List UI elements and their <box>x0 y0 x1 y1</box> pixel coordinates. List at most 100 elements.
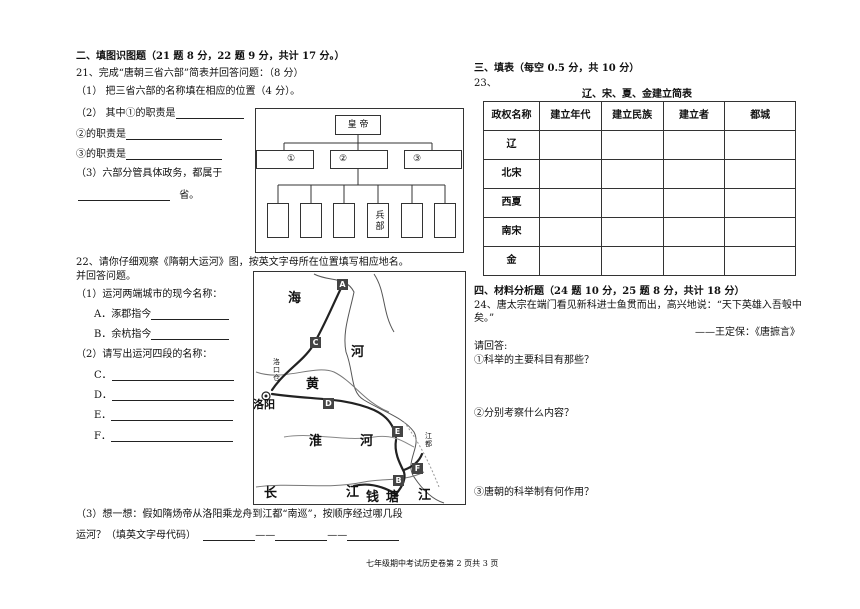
table-cell[interactable] <box>538 130 602 160</box>
q21-stem: 21、完成“唐朝三省六部”简表并回答问题：（8 分） <box>76 68 304 79</box>
table-cell[interactable] <box>600 130 664 160</box>
q21-part2-c-label: ③的职责是 <box>76 149 126 160</box>
map-marker-a: A <box>337 279 348 290</box>
sui-grand-canal-map: 海 河 黄 淮 河 长 江 钱 塘 江 洛阳 洛口仓 江都 A B C D E … <box>253 271 466 505</box>
table-cell[interactable] <box>724 217 796 247</box>
q22-stem-line2: 并回答问题。 <box>76 271 136 282</box>
section-3-title: 三、填表（每空 0.5 分，共 10 分） <box>474 63 640 74</box>
answer-blank[interactable] <box>203 530 256 541</box>
section-4-title: 四、材料分析题（24 题 10 分，25 题 8 分，共计 18 分） <box>474 286 745 297</box>
ministry-box[interactable] <box>300 203 322 238</box>
answer-blank[interactable] <box>78 190 170 201</box>
map-label-he-1: 河 <box>351 345 365 360</box>
answer-blank[interactable] <box>151 309 230 320</box>
ministry-box-war: 兵部 <box>367 203 389 238</box>
q22-d-label: D． <box>94 390 113 401</box>
answer-blank[interactable] <box>111 370 234 381</box>
table-cell[interactable] <box>538 159 602 189</box>
q21-part2-b: ②的职责是 <box>76 129 222 140</box>
table-cell[interactable] <box>662 130 726 160</box>
q21-part3-a: （3）六部分管具体政务，都属于 <box>76 168 223 179</box>
q21-part2-c: ③的职责是 <box>76 149 222 160</box>
answer-blank[interactable] <box>275 530 328 541</box>
table-row: 南宋 <box>483 217 796 247</box>
table-cell[interactable] <box>600 188 664 218</box>
table-cell[interactable] <box>662 246 726 276</box>
map-label-jiang-1: 江 <box>346 485 360 500</box>
answer-blank[interactable] <box>151 329 230 340</box>
table-row: 金 <box>483 246 796 276</box>
q24-material-line2: 矣。” <box>474 313 495 324</box>
ministry-box[interactable] <box>401 203 423 238</box>
answer-blank[interactable] <box>110 431 233 442</box>
dash: — <box>255 530 266 541</box>
department-box-2[interactable]: ② <box>330 150 388 169</box>
table-header: 建立民族 <box>600 101 664 131</box>
q22-stem-line1: 22、请你仔细观察《隋朝大运河》图，按英文字母所在位置填写相应地名。 <box>76 257 409 268</box>
ministry-box[interactable] <box>267 203 289 238</box>
dash: — <box>265 530 276 541</box>
q21-part3-b-label: 省。 <box>179 190 200 201</box>
table-cell[interactable] <box>724 246 796 276</box>
department-marker-1: ① <box>287 154 296 164</box>
regime-name: 辽 <box>483 130 540 160</box>
table-header: 政权名称 <box>483 101 540 131</box>
department-box-3[interactable]: ③ <box>404 150 462 169</box>
q22-b: B．余杭指今 <box>94 329 230 340</box>
q22-part2: （2）请写出运河四段的名称： <box>76 349 213 360</box>
table-cell[interactable] <box>600 159 664 189</box>
q22-d: D． <box>94 390 235 401</box>
answer-blank[interactable] <box>347 530 400 541</box>
answer-blank[interactable] <box>112 390 235 401</box>
table-cell[interactable] <box>600 246 664 276</box>
map-drawing <box>255 273 445 504</box>
q22-part1: （1）运河两端城市的现今名称： <box>76 289 223 300</box>
map-label-qian: 钱 <box>366 490 380 505</box>
q22-part3-line2-label: 运河？（填英文字母代码） <box>76 530 196 541</box>
page-footer: 七年级期中考试历史卷第 2 页共 3 页 <box>366 559 499 568</box>
table-cell[interactable] <box>724 159 796 189</box>
q24-sub-1: ①科举的主要科目有那些？ <box>474 355 594 366</box>
table-cell[interactable] <box>662 188 726 218</box>
map-marker-d: D <box>323 398 334 409</box>
table-cell[interactable] <box>724 188 796 218</box>
department-marker-3: ③ <box>413 154 422 164</box>
map-label-he-2: 河 <box>360 434 374 449</box>
map-label-luoyang: 洛阳 <box>253 398 275 411</box>
regime-name: 北宋 <box>483 159 540 189</box>
q24-material-line1: 24、唐太宗在端门看见新科进士鱼贯而出，高兴地说：“天下英雄入吾彀中 <box>474 300 802 311</box>
q22-e: E． <box>94 410 234 421</box>
three-departments-chart: 皇 帝 ① ② ③ 兵部 <box>255 108 464 253</box>
table-cell[interactable] <box>538 188 602 218</box>
answer-blank[interactable] <box>126 149 222 160</box>
table-cell[interactable] <box>724 130 796 160</box>
q22-c: C． <box>94 370 234 381</box>
answer-blank[interactable] <box>126 129 222 140</box>
department-box-1[interactable]: ① <box>256 150 314 169</box>
answer-blank[interactable] <box>175 108 244 119</box>
answer-blank[interactable] <box>111 410 234 421</box>
table-cell[interactable] <box>538 217 602 247</box>
ministry-box[interactable] <box>333 203 355 238</box>
regime-name: 金 <box>483 246 540 276</box>
map-marker-b: B <box>393 475 404 486</box>
table-header-row: 政权名称 建立年代 建立民族 建立者 都城 <box>483 101 796 131</box>
q24-sub-3: ③唐朝的科举制有何作用？ <box>474 487 594 498</box>
table-cell[interactable] <box>538 246 602 276</box>
map-label-huai: 淮 <box>309 434 323 449</box>
ministry-box[interactable] <box>434 203 456 238</box>
q21-part2-a: （2） 其中①的职责是 <box>76 108 244 119</box>
map-marker-f: F <box>412 463 423 474</box>
table-cell[interactable] <box>662 217 726 247</box>
map-label-huang: 黄 <box>306 377 320 392</box>
table-cell[interactable] <box>662 159 726 189</box>
table-cell[interactable] <box>600 217 664 247</box>
map-marker-c: C <box>310 337 321 348</box>
map-label-hai: 海 <box>288 291 302 306</box>
q22-c-label: C． <box>94 370 112 381</box>
q21-part1: （1） 把三省六部的名称填在相应的位置（4 分）。 <box>76 86 301 97</box>
map-label-luokou: 洛口仓 <box>273 358 280 382</box>
q24-sub-2: ②分别考察什么内容？ <box>474 408 574 419</box>
table-header: 建立年代 <box>538 101 602 131</box>
table-header: 都城 <box>724 101 796 131</box>
